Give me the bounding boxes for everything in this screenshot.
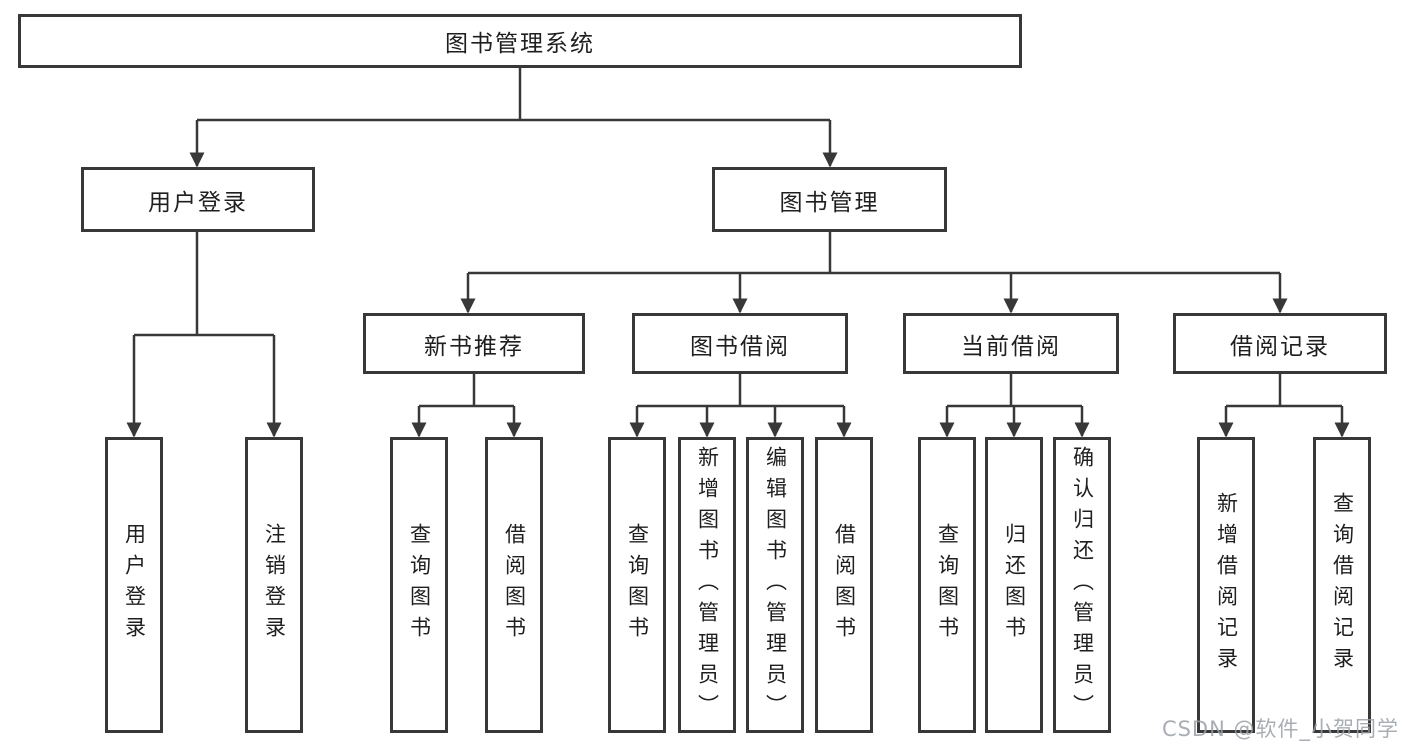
leaf-borrow-books: 借阅图书 [815, 437, 873, 733]
leaf-borrow-books-label: 借阅图书 [832, 523, 857, 647]
node-user-login: 用户登录 [81, 167, 315, 232]
leaf-logout-label: 注销登录 [262, 523, 287, 647]
node-current-borrowing: 当前借阅 [903, 313, 1119, 374]
leaf-logout: 注销登录 [245, 437, 303, 733]
leaf-return-books-label: 归还图书 [1002, 523, 1027, 647]
leaf-query-borrow-record-label: 查询借阅记录 [1330, 492, 1355, 678]
leaf-user-login: 用户登录 [105, 437, 163, 733]
node-borrowing-records: 借阅记录 [1173, 313, 1387, 374]
node-user-login-label: 用户登录 [148, 189, 248, 216]
leaf-query-books-current-label: 查询图书 [935, 523, 960, 647]
node-new-book-recommend: 新书推荐 [363, 313, 585, 374]
node-library-system-label: 图书管理系统 [445, 31, 595, 57]
leaf-query-books-current: 查询图书 [918, 437, 976, 733]
leaf-query-books-recommend: 查询图书 [390, 437, 448, 733]
csdn-watermark: CSDN @软件_小贺同学 [1161, 717, 1399, 741]
leaf-add-books-admin-label: 新增图书（管理员） [695, 445, 720, 725]
node-book-management-label: 图书管理 [779, 189, 880, 216]
leaf-edit-books-admin-label: 编辑图书（管理员） [763, 445, 788, 725]
leaf-confirm-return-admin-label: 确认归还（管理员） [1070, 445, 1095, 725]
leaf-query-books-recommend-label: 查询图书 [407, 523, 432, 647]
leaf-user-login-label: 用户登录 [122, 523, 147, 647]
node-borrowing-records-label: 借阅记录 [1230, 333, 1330, 360]
leaf-add-borrow-record-label: 新增借阅记录 [1214, 492, 1239, 678]
node-library-system: 图书管理系统 [18, 14, 1022, 68]
node-current-borrowing-label: 当前借阅 [961, 333, 1061, 360]
leaf-query-books-borrowing: 查询图书 [608, 437, 666, 733]
node-book-management: 图书管理 [712, 167, 947, 232]
leaf-confirm-return-admin: 确认归还（管理员） [1053, 437, 1111, 733]
node-book-borrowing: 图书借阅 [632, 313, 848, 374]
node-book-borrowing-label: 图书借阅 [690, 333, 790, 360]
leaf-query-borrow-record: 查询借阅记录 [1313, 437, 1371, 733]
leaf-return-books: 归还图书 [985, 437, 1043, 733]
leaf-edit-books-admin: 编辑图书（管理员） [746, 437, 804, 733]
node-new-book-recommend-label: 新书推荐 [424, 333, 524, 360]
leaf-borrow-books-recommend: 借阅图书 [485, 437, 543, 733]
leaf-add-borrow-record: 新增借阅记录 [1197, 437, 1255, 733]
leaf-add-books-admin: 新增图书（管理员） [678, 437, 736, 733]
leaf-borrow-books-recommend-label: 借阅图书 [502, 523, 527, 647]
leaf-query-books-borrowing-label: 查询图书 [625, 523, 650, 647]
